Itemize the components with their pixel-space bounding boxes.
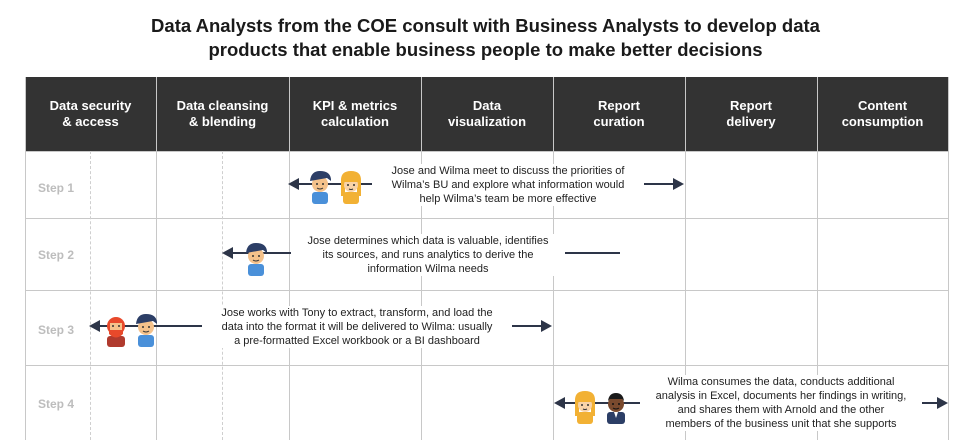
grid-line (25, 151, 948, 152)
step-label-4: Step 4 (38, 397, 75, 411)
title-line-2: products that enable business people to … (208, 39, 763, 60)
step-label-3: Step 3 (38, 323, 75, 337)
column-header-data-security: Data security& access (49, 98, 132, 129)
dashed-divider (222, 151, 223, 440)
grid-line (25, 77, 26, 440)
grid-line (817, 77, 818, 440)
diagram-title: Data Analysts from the COE consult with … (0, 14, 971, 62)
grid-line (685, 77, 686, 440)
column-header-data-cleansing: Data cleansing& blending (176, 98, 269, 129)
column-header-bar: Data security& access Data cleansing& bl… (25, 77, 948, 151)
wilma-avatar-icon (574, 390, 596, 425)
step-3-note: Jose works with Tony to extract, transfo… (202, 306, 512, 348)
step-2-note: Jose determines which data is valuable, … (291, 234, 565, 276)
jose-avatar-icon (309, 170, 332, 205)
arnold-avatar-icon (606, 392, 626, 425)
grid-line (25, 290, 948, 291)
grid-line (25, 218, 948, 219)
title-line-1: Data Analysts from the COE consult with … (151, 15, 820, 36)
grid-line (156, 77, 157, 440)
jose-avatar-icon (245, 242, 268, 277)
step-label-1: Step 1 (38, 181, 75, 195)
step-4-note: Wilma consumes the data, conducts additi… (640, 375, 922, 431)
dashed-divider (90, 151, 91, 440)
grid-line (289, 77, 290, 440)
wilma-avatar-icon (340, 170, 362, 205)
tony-avatar-icon (107, 317, 125, 347)
step-1-note: Jose and Wilma meet to discuss the prior… (372, 164, 644, 206)
grid-line (25, 365, 948, 366)
jose-avatar-icon (135, 313, 158, 348)
step-label-2: Step 2 (38, 248, 75, 262)
grid-line (948, 77, 949, 440)
